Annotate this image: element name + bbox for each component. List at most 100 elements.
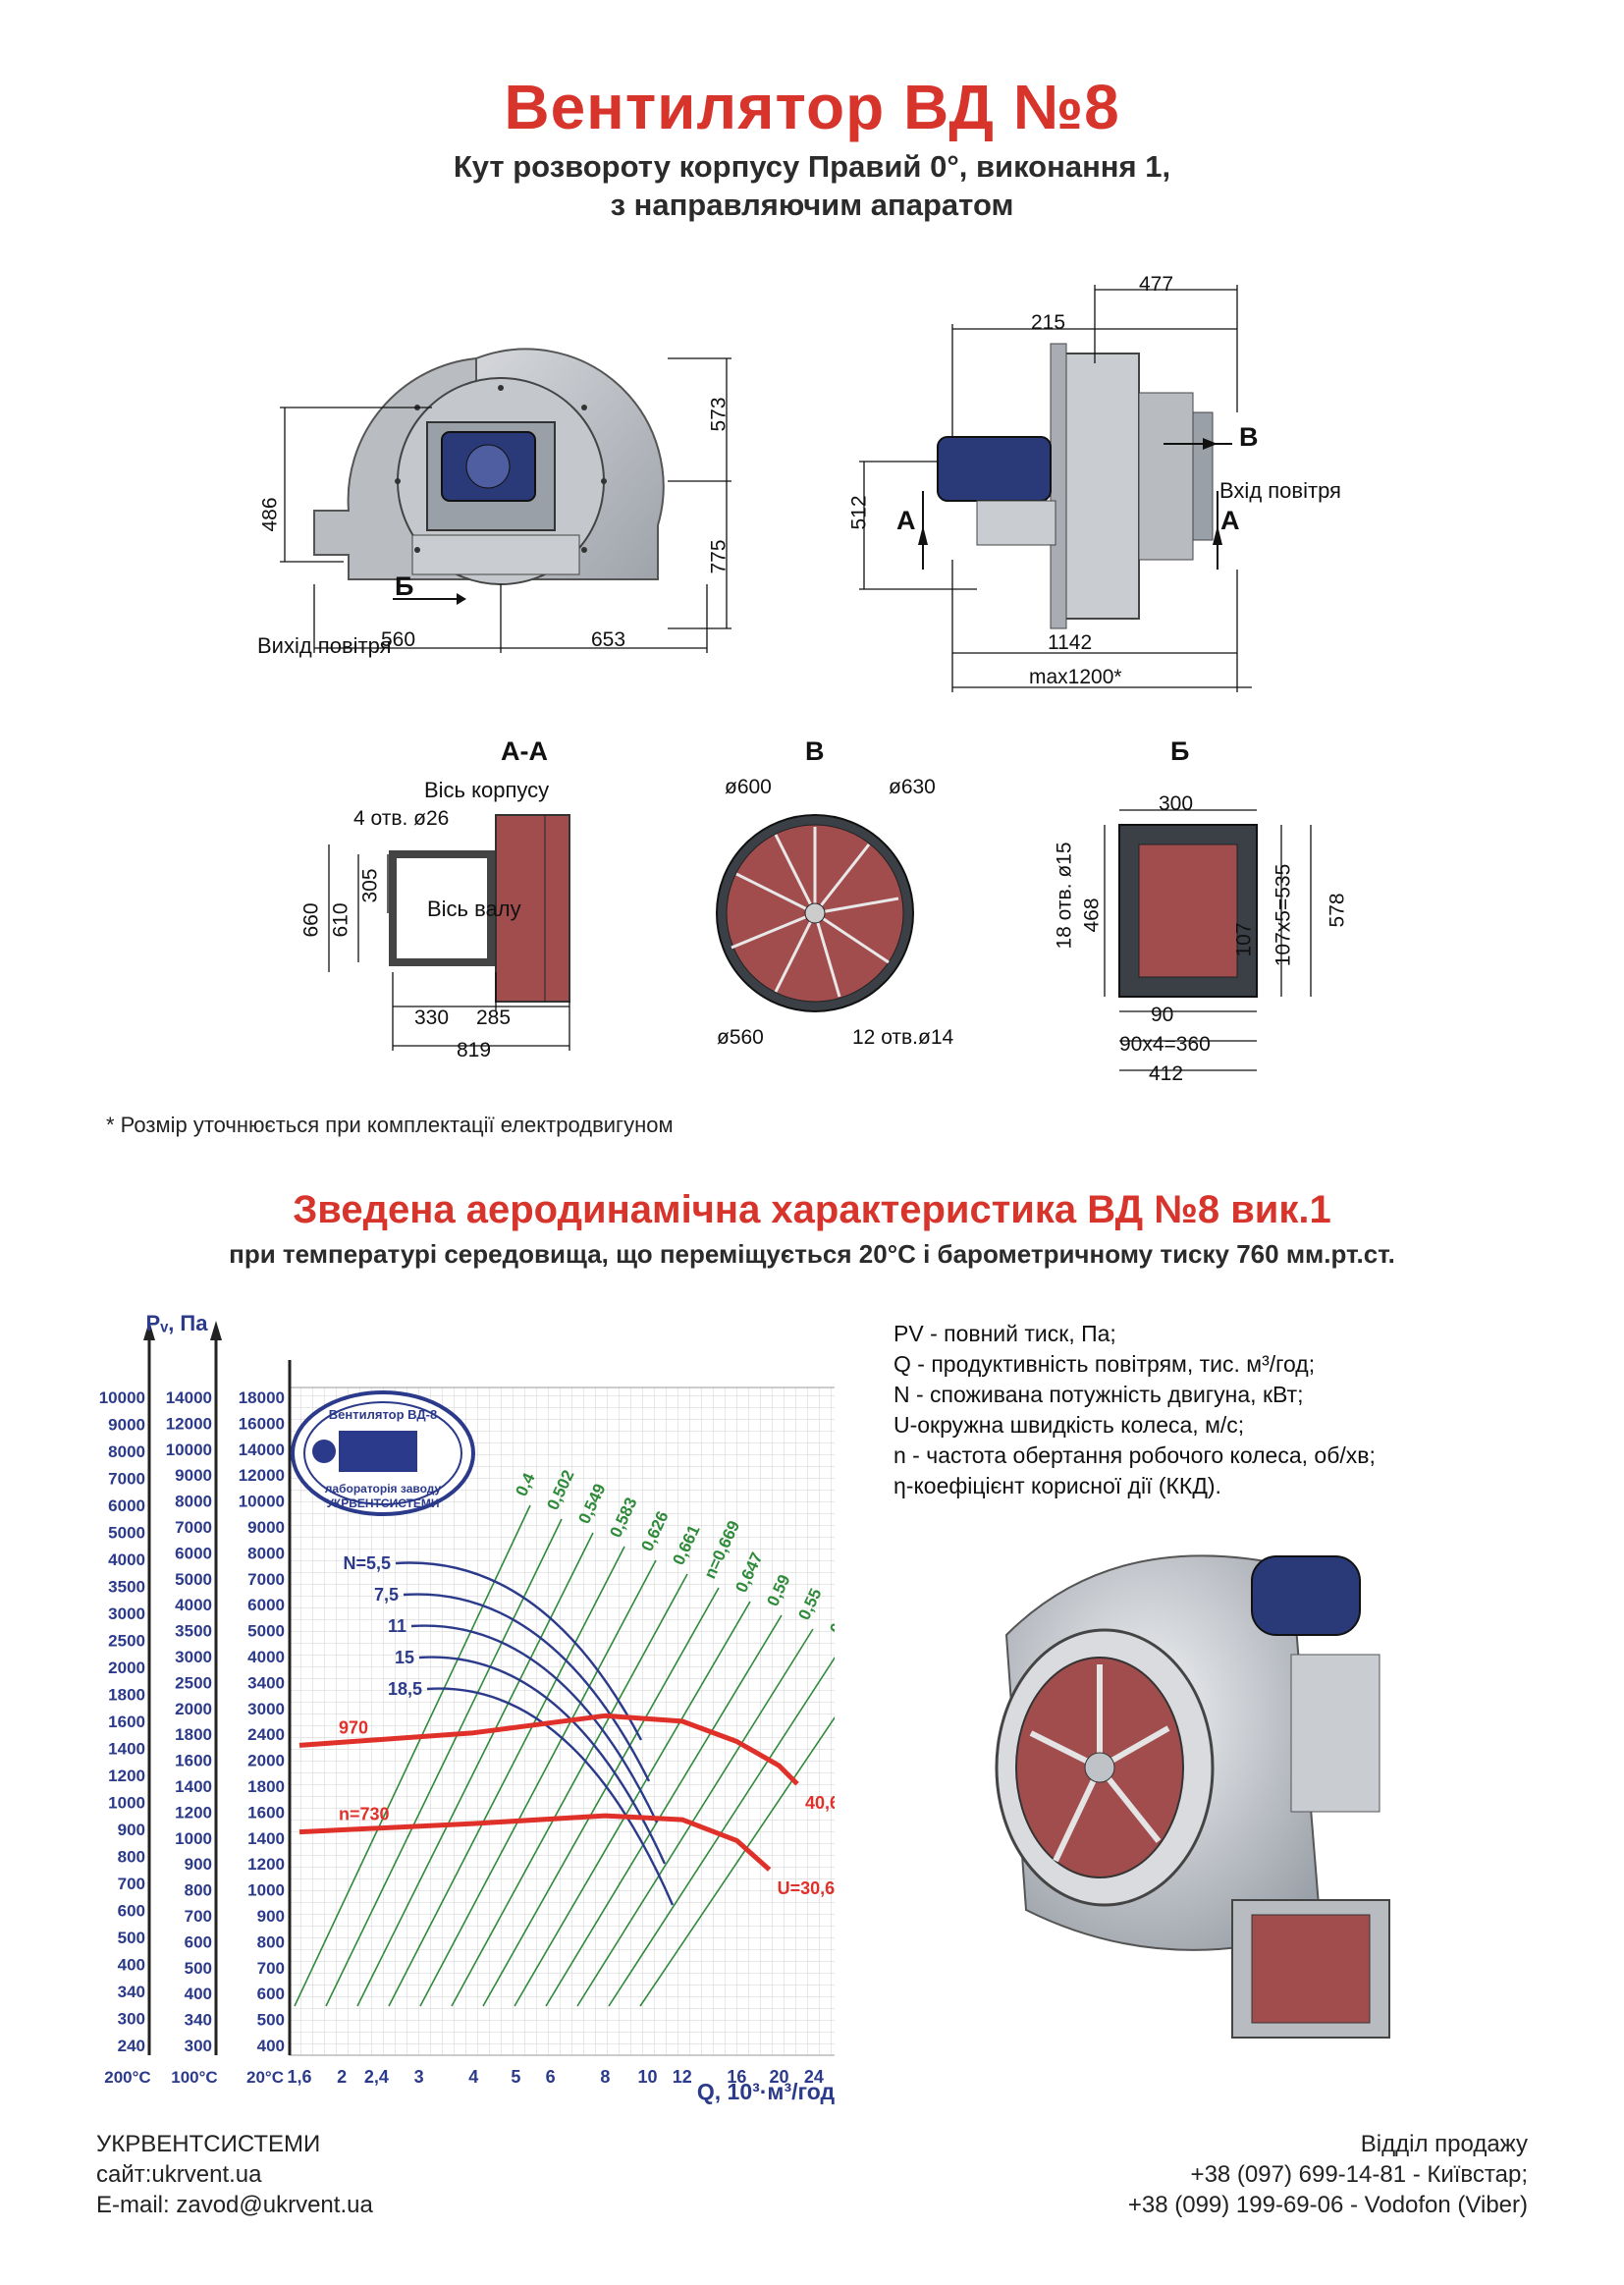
dim-468: 468 <box>1080 898 1104 933</box>
dim-107: 107 <box>1232 922 1256 957</box>
efficiency-line <box>325 1518 563 2007</box>
power-label: 15 <box>395 1648 414 1667</box>
characteristics-subtitle: при температурі середовища, що переміщує… <box>229 1239 1395 1269</box>
efficiency-line <box>639 1715 835 2007</box>
temp-label: 200°С <box>104 2068 150 2087</box>
y-tick-20c: 9000 <box>247 1518 285 1537</box>
y-tick-100c: 5000 <box>175 1570 212 1589</box>
footer-phone-2[interactable]: +38 (099) 199-69-06 - Vodofon (Viber) <box>1127 2192 1528 2218</box>
y-tick-200c: 240 <box>118 2037 145 2055</box>
y-tick-100c: 6000 <box>175 1544 212 1562</box>
speed-u-label: U=30,6 <box>778 1878 835 1898</box>
axis-shaft-label: Вісь валу <box>427 897 521 921</box>
y-tick-200c: 2500 <box>108 1632 145 1651</box>
arrow-b-icon <box>393 593 466 605</box>
dim-573: 573 <box>707 397 731 432</box>
y-tick-20c: 700 <box>257 1959 285 1978</box>
arrow-label-b: Б <box>395 571 414 601</box>
dim-107x5: 107x5=535 <box>1272 863 1295 967</box>
y-tick-100c: 14000 <box>166 1388 212 1407</box>
section-aa-drawing <box>328 814 570 1051</box>
y-tick-20c: 8000 <box>247 1544 285 1562</box>
section-mark-v: В <box>1239 422 1259 452</box>
dim-578: 578 <box>1326 893 1349 928</box>
chart-ylabel: Pᵥ, Па <box>146 1311 209 1335</box>
chart-xlabel: Q, 10³·м³/год <box>697 2079 835 2104</box>
dim-560: 560 <box>381 628 416 651</box>
dim-305: 305 <box>358 868 382 903</box>
y-tick-200c: 3500 <box>108 1578 145 1597</box>
axis-body-label: Вісь корпусу <box>424 778 550 802</box>
footer-site[interactable]: сайт:ukrvent.ua <box>96 2161 262 2188</box>
y-tick-20c: 3400 <box>247 1673 285 1692</box>
page-title: Вентилятор ВД №8 <box>504 72 1120 142</box>
y-tick-20c: 500 <box>257 2011 285 2030</box>
y-tick-100c: 1600 <box>175 1752 212 1770</box>
y-tick-200c: 8000 <box>108 1442 145 1461</box>
y-tick-20c: 5000 <box>247 1622 285 1641</box>
speed-curve <box>298 1713 799 1786</box>
dim-412: 412 <box>1149 1062 1184 1085</box>
y-tick-100c: 400 <box>185 1985 212 2003</box>
section-v-drawing <box>716 814 914 1012</box>
footer-company: УКРВЕНТСИСТЕМИ сайт:ukrvent.ua E-mail: z… <box>96 2129 373 2220</box>
dim-610: 610 <box>329 902 352 938</box>
speed-u-label: 40,6 <box>805 1793 835 1813</box>
y-tick-100c: 800 <box>185 1881 212 1900</box>
y-tick-100c: 1800 <box>175 1725 212 1744</box>
lab-stamp: Вентилятор ВД-8 лабораторія заводу УКРВЕ… <box>291 1390 475 1516</box>
y-tick-20c: 12000 <box>239 1466 285 1485</box>
y-tick-100c: 2500 <box>175 1673 212 1692</box>
y-tick-200c: 500 <box>118 1929 145 1947</box>
y-tick-200c: 300 <box>118 2010 145 2029</box>
y-tick-100c: 500 <box>185 1959 212 1978</box>
dim-512: 512 <box>847 495 871 530</box>
y-tick-20c: 1400 <box>247 1829 285 1848</box>
holes-aa: 4 отв. ø26 <box>353 807 450 830</box>
aerodynamic-chart: 10000 9000 8000 7000 6000 5000 4000 3500 3000 250… <box>99 1311 835 2104</box>
y-tick-100c: 10000 <box>166 1441 212 1459</box>
section-b-title: Б <box>1170 736 1190 766</box>
dim-486: 486 <box>258 497 282 532</box>
dim-max1200: max1200* <box>1029 666 1122 688</box>
stamp-bottom-text: лабораторія заводу <box>325 1482 442 1496</box>
y-tick-20c: 18000 <box>239 1388 285 1407</box>
y-tick-20c: 4000 <box>247 1648 285 1666</box>
dim-477: 477 <box>1139 273 1174 296</box>
power-curve <box>395 1561 643 1741</box>
section-b-drawing <box>1104 809 1312 1071</box>
y-tick-20c: 2000 <box>247 1752 285 1770</box>
dim-90x4: 90x4=360 <box>1119 1033 1211 1056</box>
legend-item: PV - повний тиск, Па; <box>893 1321 1116 1346</box>
y-tick-20c: 10000 <box>239 1493 285 1511</box>
y-tick-100c: 12000 <box>166 1414 212 1433</box>
footer-phone-1[interactable]: +38 (097) 699-14-81 - Київстар; <box>1190 2161 1528 2188</box>
x-tick: 10 <box>637 2067 657 2087</box>
y-tick-200c: 5000 <box>108 1524 145 1543</box>
efficiency-line <box>576 1628 814 2007</box>
y-tick-20c: 2400 <box>247 1725 285 1744</box>
y-tick-200c: 1800 <box>108 1686 145 1705</box>
footer-sales: Відділ продажу +38 (097) 699-14-81 - Киї… <box>1128 2129 1528 2220</box>
power-curve <box>418 1656 667 1865</box>
footer-email[interactable]: E-mail: zavod@ukrvent.ua <box>96 2192 373 2218</box>
dim-215: 215 <box>1031 311 1066 334</box>
dim-660: 660 <box>299 902 323 938</box>
legend-item: η-коефіцієнт корисної дії (ККД). <box>893 1473 1221 1498</box>
x-tick: 2,4 <box>364 2067 389 2087</box>
y-tick-20c: 3000 <box>247 1700 285 1718</box>
dim-d560: ø560 <box>717 1026 764 1049</box>
y-tick-100c: 7000 <box>175 1518 212 1537</box>
y-tick-200c: 1200 <box>108 1767 145 1785</box>
y-tick-20c: 14000 <box>239 1441 285 1459</box>
y-tick-20c: 1800 <box>247 1777 285 1796</box>
power-curve <box>426 1687 675 1906</box>
page-subtitle-2: з направляючим апаратом <box>610 188 1014 222</box>
y-tick-200c: 2000 <box>108 1659 145 1677</box>
fan-3d-render <box>995 1554 1390 2039</box>
y-tick-20c: 1600 <box>247 1803 285 1822</box>
stamp-brand-text: УКРВЕНТСИСТЕМИ <box>326 1496 439 1510</box>
dim-819: 819 <box>457 1039 492 1061</box>
outlet-label: Вихід повітря <box>257 633 392 658</box>
y-tick-200c: 10000 <box>99 1388 145 1407</box>
